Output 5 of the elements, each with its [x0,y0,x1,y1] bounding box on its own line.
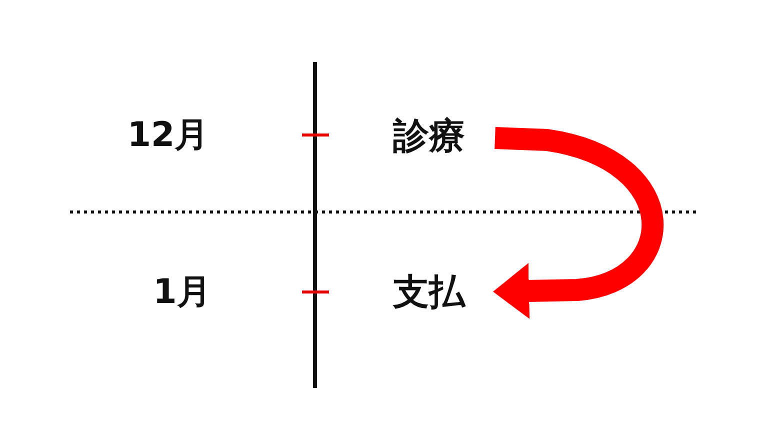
item-label: 支払 [393,270,465,314]
month-label: 12月 [127,114,209,157]
curved-arrow [493,127,664,319]
item-label: 診療 [393,114,465,158]
month-label: 1月 [153,271,211,314]
